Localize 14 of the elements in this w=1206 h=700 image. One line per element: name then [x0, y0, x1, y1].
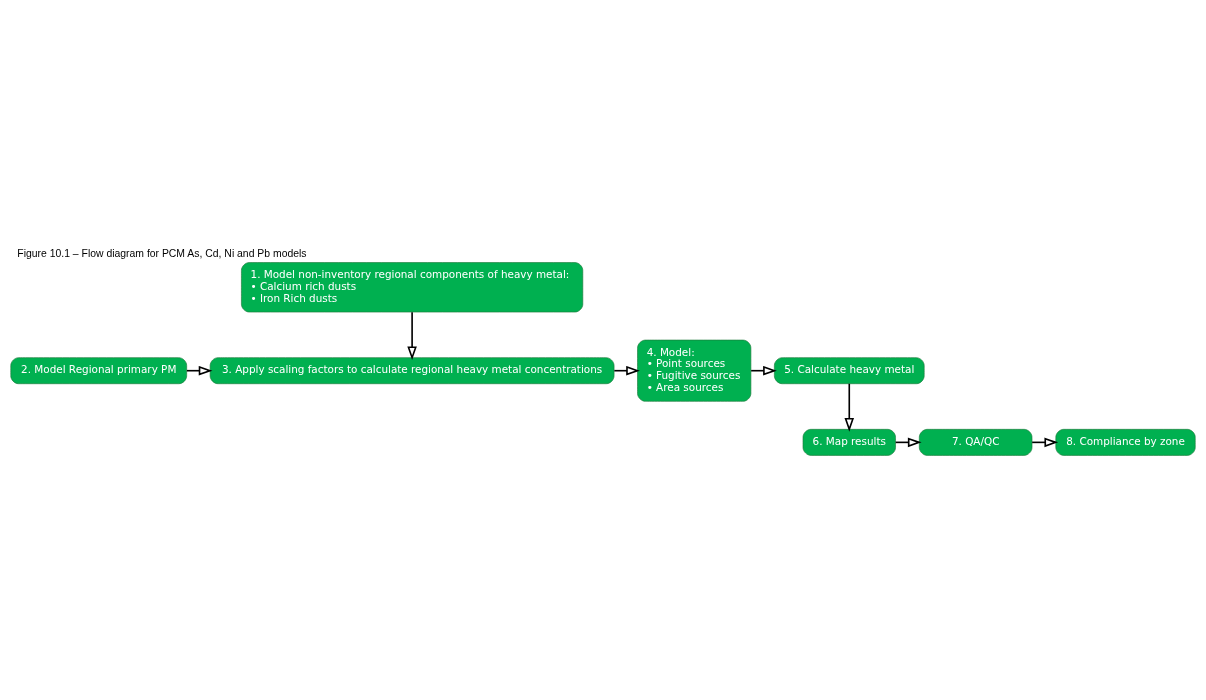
arrow — [186, 365, 213, 375]
node-box: 3. Apply scaling factors to calculate regional heavy metal concentrations — [209, 356, 615, 384]
node-box: 2. Model Regional primary PM — [10, 356, 187, 384]
node-box: 4. Model: • Point sources • Fugitive sources • Area sources — [637, 339, 752, 402]
node-box: 5. Calculate heavy metal — [774, 356, 925, 384]
node-box: 1. Model non-inventory regional components of heavy metal: • Calcium rich dusts • Iron Rich dusts — [241, 261, 584, 312]
arrow — [613, 365, 640, 375]
arrow — [407, 310, 417, 360]
arrow — [750, 365, 777, 375]
diagram-title: Figure 10.1 – Flow diagram for PCM As, Cd, Ni and Pb models — [17, 247, 307, 259]
node-box: 8. Compliance by zone — [1055, 428, 1196, 456]
node-box: 6. Map results — [802, 428, 896, 456]
arrow — [844, 382, 855, 432]
node-box: 7. QA/QC — [919, 428, 1033, 456]
